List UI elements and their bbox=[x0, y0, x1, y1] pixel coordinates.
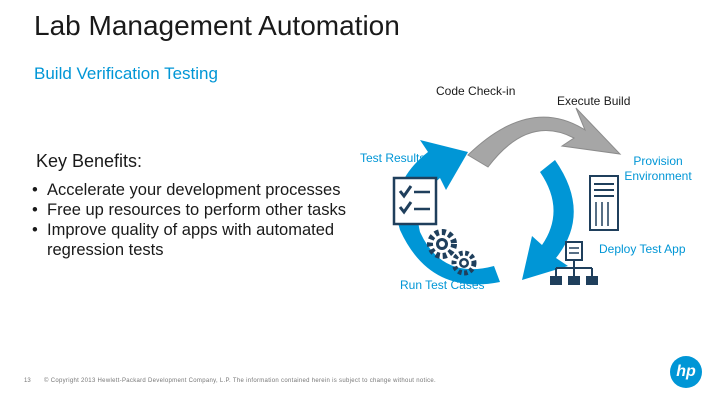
benefit-item: Free up resources to perform other tasks bbox=[32, 200, 382, 220]
slide-title: Lab Management Automation bbox=[34, 10, 400, 41]
slide-subtitle: Build Verification Testing bbox=[34, 64, 218, 83]
checklist-icon bbox=[392, 176, 438, 226]
network-deploy-icon bbox=[550, 241, 598, 285]
step-test-results: Test Results bbox=[360, 151, 426, 165]
page-number: 13 bbox=[24, 378, 31, 384]
step-run-test-cases: Run Test Cases bbox=[400, 278, 485, 292]
hp-logo: hp bbox=[670, 356, 702, 388]
server-icon bbox=[589, 175, 619, 231]
step-provision-environment: Provision Environment bbox=[624, 154, 692, 183]
run-tests-arrow bbox=[396, 140, 500, 285]
key-benefits-heading: Key Benefits: bbox=[36, 151, 143, 171]
step-deploy-test-app: Deploy Test App bbox=[599, 242, 686, 256]
step-code-checkin: Code Check-in bbox=[436, 84, 516, 98]
provision-arrow bbox=[522, 160, 574, 280]
gears-icon bbox=[427, 229, 477, 276]
step-execute-build: Execute Build bbox=[557, 94, 631, 108]
checkin-arrow bbox=[467, 107, 622, 168]
key-benefits-list: Accelerate your development processes Fr… bbox=[32, 180, 382, 260]
copyright-footer: © Copyright 2013 Hewlett-Packard Develop… bbox=[44, 378, 437, 384]
benefit-item: Improve quality of apps with automated r… bbox=[32, 220, 382, 260]
benefit-item: Accelerate your development processes bbox=[32, 180, 382, 200]
